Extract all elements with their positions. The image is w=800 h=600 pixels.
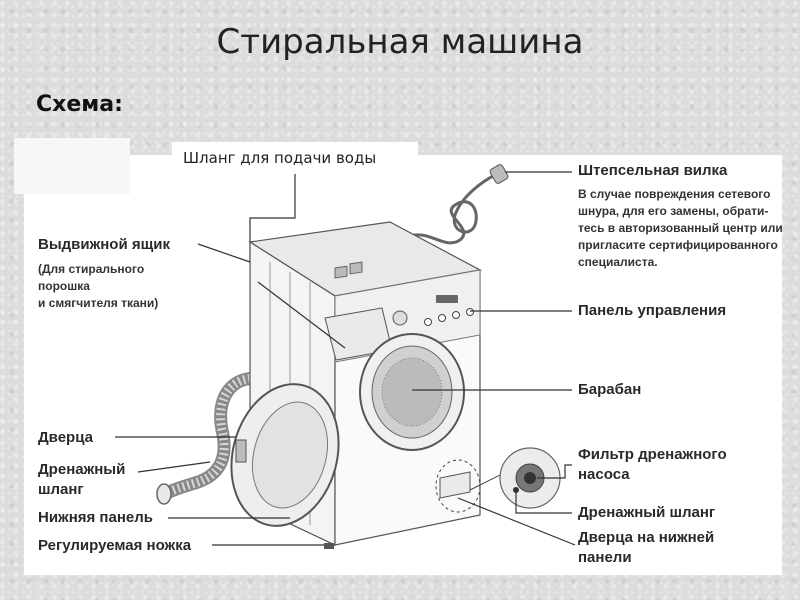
diagram-subtitle: Схема:: [36, 92, 123, 117]
drawer-label: Выдвижной ящик: [38, 236, 170, 253]
drain-hose-left-label-2: шланг: [38, 481, 84, 498]
lower-door-label-2: панели: [578, 549, 632, 566]
leader-lines: [115, 171, 576, 546]
inlet-hose-label: Шланг для подачи воды: [183, 149, 377, 167]
adjustable-foot-label: Регулируемая ножка: [38, 537, 192, 554]
drain-hose-right-label: Дренажный шланг: [578, 504, 716, 521]
door-illustration: [230, 383, 340, 527]
lower-door-label-1: Дверца на нижней: [578, 529, 715, 546]
plug-note-3: тесь в авторизованный центр или: [578, 221, 783, 235]
inlet-hose-label-box: [172, 142, 418, 178]
drawer-note-3: и смягчителя ткани): [38, 296, 159, 310]
drain-hose-left-label-1: Дренажный: [38, 461, 126, 478]
inlet-hose-leader: [249, 174, 296, 262]
drum-label: Барабан: [578, 381, 642, 398]
drawer-note-2: порошка: [38, 279, 90, 293]
plug-icon: [409, 164, 509, 245]
page-title: Стиральная машина: [216, 22, 584, 62]
pump-filter-label-2: насоса: [578, 466, 630, 483]
panel-notch: [14, 138, 130, 194]
plug-note-1: В случае повреждения сетевого: [578, 187, 771, 201]
plug-note-4: пригласите сертифицированного: [578, 238, 778, 252]
plug-note-5: специалиста.: [578, 255, 658, 269]
door-label: Дверца: [38, 429, 93, 446]
plug-note-2: шнура, для его замены, обрати-: [578, 204, 769, 218]
pump-filter-label-1: Фильтр дренажного: [578, 446, 727, 463]
plug-label: Штепсельная вилка: [578, 162, 728, 179]
lower-panel-label: Нижняя панель: [38, 509, 153, 526]
drawer-note-1: (Для стирального: [38, 262, 145, 276]
control-panel-label: Панель управления: [578, 302, 727, 319]
drain-hose-icon: [156, 372, 272, 505]
